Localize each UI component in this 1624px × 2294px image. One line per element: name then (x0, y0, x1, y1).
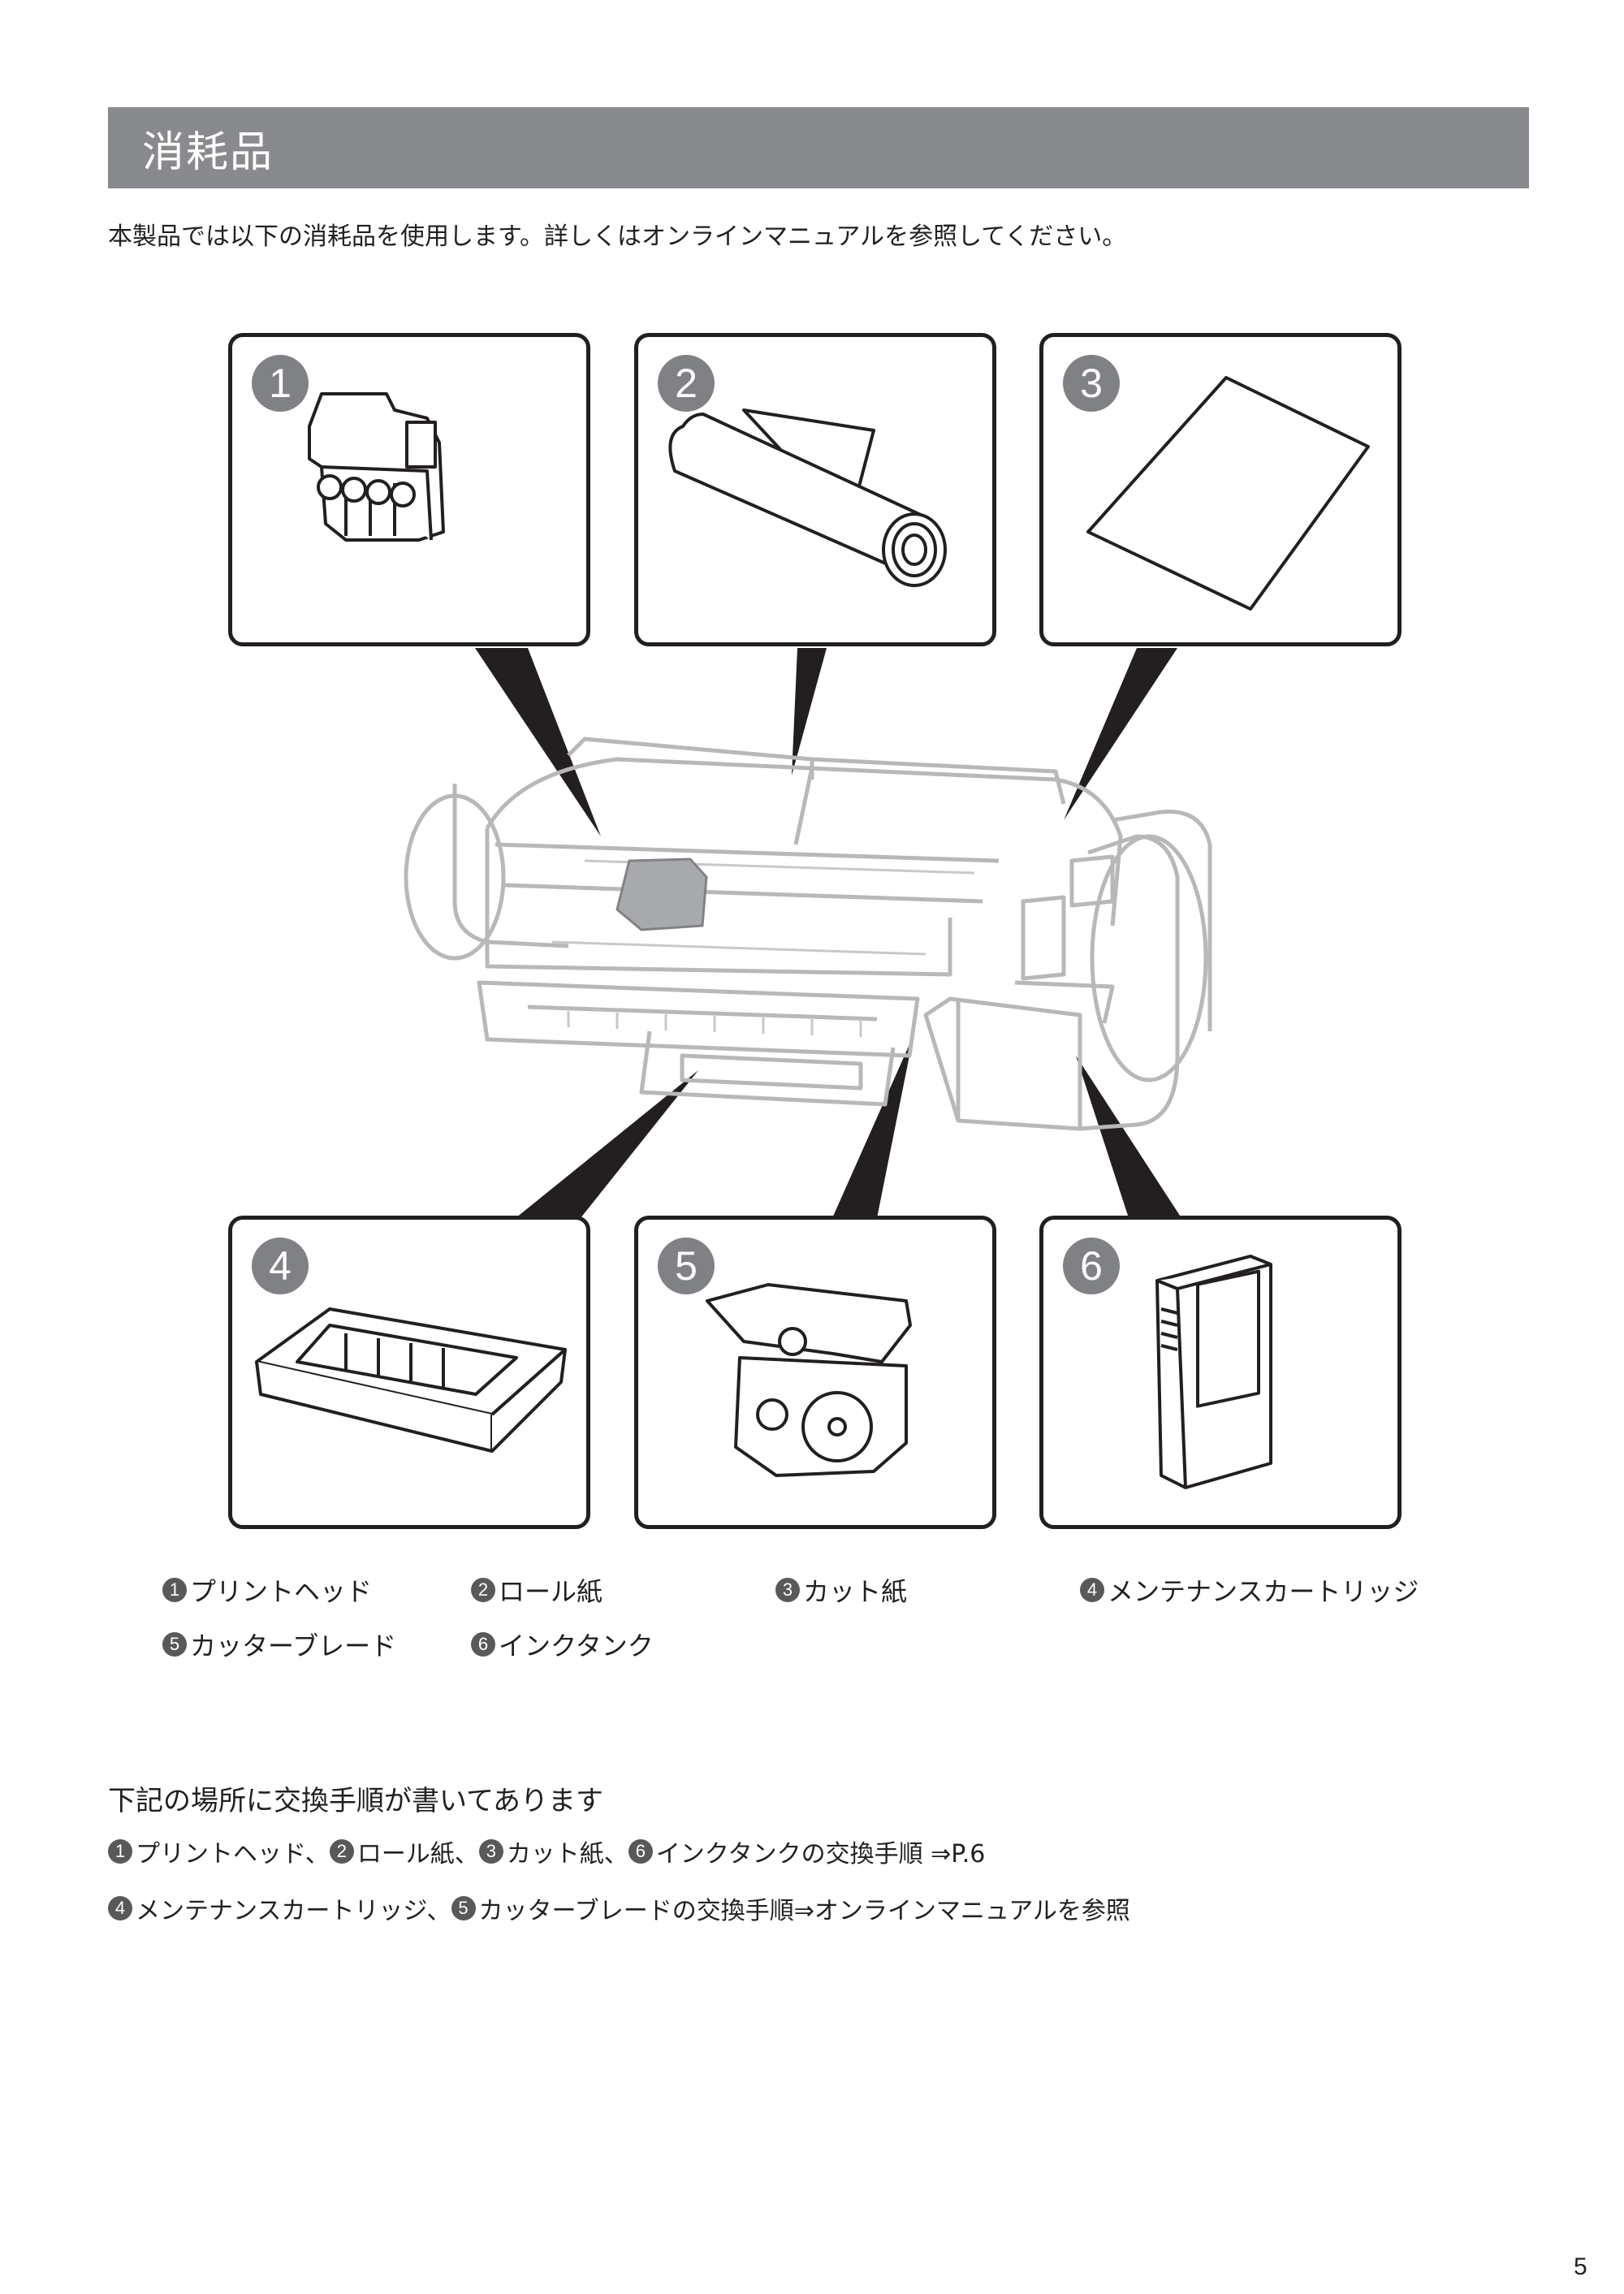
panel-cut-sheet: 3 (1039, 333, 1402, 646)
num-1: 1 (162, 1578, 187, 1602)
badge-1: 1 (252, 355, 309, 412)
printer-illustration (404, 737, 1212, 1131)
num-2: 2 (471, 1578, 495, 1602)
label-cutter-blade: 5 カッターブレード (162, 1626, 396, 1663)
ref-text: カット紙、 (506, 1840, 628, 1868)
badge-5: 5 (658, 1238, 715, 1294)
label-maintenance-cartridge: 4 メンテナンスカートリッジ (1080, 1571, 1419, 1609)
ref-text: インクタンクの交換手順 ⇒P.6 (655, 1840, 986, 1868)
label-text: カット紙 (803, 1576, 908, 1607)
ref-text: カッターブレードの交換手順⇒オンラインマニュアルを参照 (478, 1897, 1130, 1925)
num-5: 5 (162, 1632, 187, 1657)
printer-diagram (404, 648, 1212, 1218)
cutter-blade-icon (706, 1283, 912, 1477)
section-title: 消耗品 (142, 127, 274, 177)
badge-6: 6 (1063, 1238, 1120, 1294)
label-text: インクタンク (499, 1631, 654, 1661)
panel-maintenance-cartridge: 4 (228, 1216, 590, 1529)
pointer-3 (1064, 648, 1177, 820)
cut-sheet-icon (1086, 376, 1370, 611)
ref-num: 4 (108, 1896, 132, 1920)
label-text: プリントヘッド (190, 1576, 373, 1607)
page-number: 5 (1574, 2253, 1587, 2280)
label-roll-paper: 2 ロール紙 (471, 1571, 603, 1609)
label-ink-tank: 6 インクタンク (471, 1626, 654, 1663)
pointer-1 (475, 648, 601, 836)
panel-cutter-blade: 5 (634, 1216, 996, 1529)
badge-2: 2 (658, 355, 715, 412)
badge-4: 4 (252, 1238, 309, 1294)
replacement-heading: 下記の場所に交換手順が書いてあります (108, 1785, 603, 1817)
section-title-bar: 消耗品 (108, 107, 1529, 188)
ref-num: 1 (108, 1839, 132, 1864)
panel-print-head: 1 (228, 333, 590, 646)
ref-num: 2 (329, 1839, 354, 1864)
badge-3: 3 (1063, 355, 1120, 412)
roll-paper-icon (668, 408, 947, 587)
ink-tank-icon (1155, 1255, 1272, 1489)
panel-roll-paper: 2 (634, 333, 996, 646)
panel-ink-tank: 6 (1039, 1216, 1402, 1529)
ref-num: 6 (628, 1839, 653, 1864)
num-4: 4 (1080, 1578, 1104, 1602)
pointer-2 (792, 648, 827, 775)
label-text: メンテナンスカートリッジ (1108, 1576, 1419, 1607)
maintenance-cartridge-icon (255, 1307, 567, 1453)
printhead-highlight (615, 858, 708, 931)
label-text: ロール紙 (499, 1576, 603, 1607)
reference-line-1: 1 プリントヘッド、 2 ロール紙、 3 カット紙、 6 インクタンクの交換手順… (108, 1834, 985, 1869)
pointer-4 (516, 1070, 698, 1218)
pointer-6 (1076, 1056, 1181, 1218)
num-3: 3 (775, 1578, 800, 1602)
label-text: カッターブレード (190, 1631, 397, 1661)
ref-text: ロール紙、 (356, 1840, 479, 1868)
ref-num: 5 (451, 1896, 476, 1920)
intro-text: 本製品では以下の消耗品を使用します。詳しくはオンラインマニュアルを参照してくださ… (108, 222, 1127, 251)
print-head-icon (308, 392, 445, 542)
label-cut-sheet: 3 カット紙 (775, 1571, 907, 1609)
ref-text: プリントヘッド、 (136, 1840, 330, 1868)
pointer-5 (832, 1035, 914, 1218)
ref-text: メンテナンスカートリッジ、 (136, 1897, 451, 1925)
num-6: 6 (471, 1632, 495, 1657)
ref-num: 3 (478, 1839, 503, 1864)
label-print-head: 1 プリントヘッド (162, 1571, 372, 1609)
reference-line-2: 4 メンテナンスカートリッジ、 5 カッターブレードの交換手順⇒オンラインマニュ… (108, 1890, 1130, 1926)
